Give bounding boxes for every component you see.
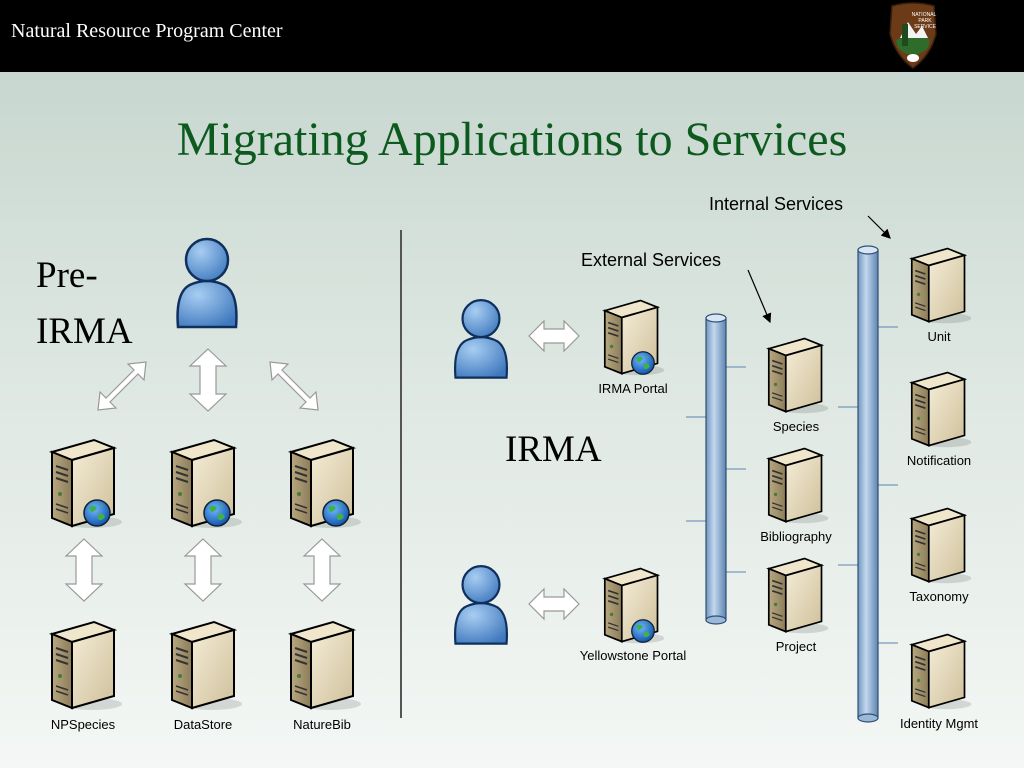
irma-label: IRMA bbox=[505, 429, 602, 470]
divider bbox=[400, 230, 402, 718]
external-services-label: External Services bbox=[581, 250, 722, 270]
app-label-npspecies: NPSpecies bbox=[50, 717, 116, 732]
bibliography-service-icon bbox=[762, 440, 830, 525]
pre-irma-line1: Pre- bbox=[36, 255, 98, 296]
globe-icon bbox=[630, 350, 656, 376]
internal-services-label: Internal Services bbox=[709, 194, 844, 214]
pre-irma-label: Pre- IRMA bbox=[36, 248, 133, 360]
logo-text-service: SERVICE bbox=[914, 24, 937, 30]
portal-server-icon bbox=[598, 292, 666, 377]
double-arrow-icon bbox=[528, 586, 580, 622]
service-label-notification: Notification bbox=[906, 453, 972, 468]
service-label-bibliography: Bibliography bbox=[760, 529, 832, 544]
service-label-project: Project bbox=[775, 639, 817, 654]
pre-irma-line2: IRMA bbox=[36, 311, 133, 352]
portal-server-icon bbox=[598, 560, 666, 645]
logo-text-park: PARK bbox=[918, 18, 932, 24]
header-bar: Natural Resource Program Center NATIONAL… bbox=[0, 0, 1024, 72]
service-label-unit: Unit bbox=[927, 329, 951, 344]
taxonomy-service-icon bbox=[905, 500, 973, 585]
portal-label-yellowstone: Yellowstone Portal bbox=[579, 648, 687, 663]
service-label-taxonomy: Taxonomy bbox=[909, 589, 969, 604]
unit-service-icon bbox=[905, 240, 973, 325]
globe-icon bbox=[630, 618, 656, 644]
identity-service-icon bbox=[905, 626, 973, 711]
double-arrow-icon bbox=[528, 318, 580, 354]
app-label-naturebib: NatureBib bbox=[293, 717, 351, 732]
external-service-bus bbox=[705, 313, 727, 625]
portal-label-irma: IRMA Portal bbox=[598, 381, 668, 396]
internal-service-bus bbox=[857, 245, 879, 723]
user-icon bbox=[450, 294, 512, 382]
nps-arrowhead-icon: NATIONAL PARK SERVICE bbox=[889, 2, 937, 69]
double-arrow-icon bbox=[96, 360, 148, 412]
logo-text-national: NATIONAL bbox=[912, 12, 937, 18]
org-name: Natural Resource Program Center bbox=[11, 20, 283, 42]
service-label-identity-mgmt: Identity Mgmt bbox=[899, 716, 979, 731]
project-service-icon bbox=[762, 550, 830, 635]
double-arrow-icon bbox=[268, 360, 320, 412]
notification-service-icon bbox=[905, 364, 973, 449]
species-service-icon bbox=[762, 330, 830, 415]
user-icon bbox=[450, 560, 512, 648]
service-label-species: Species bbox=[772, 419, 820, 434]
app-label-datastore: DataStore bbox=[173, 717, 233, 732]
slide-title: Migrating Applications to Services bbox=[176, 113, 848, 166]
